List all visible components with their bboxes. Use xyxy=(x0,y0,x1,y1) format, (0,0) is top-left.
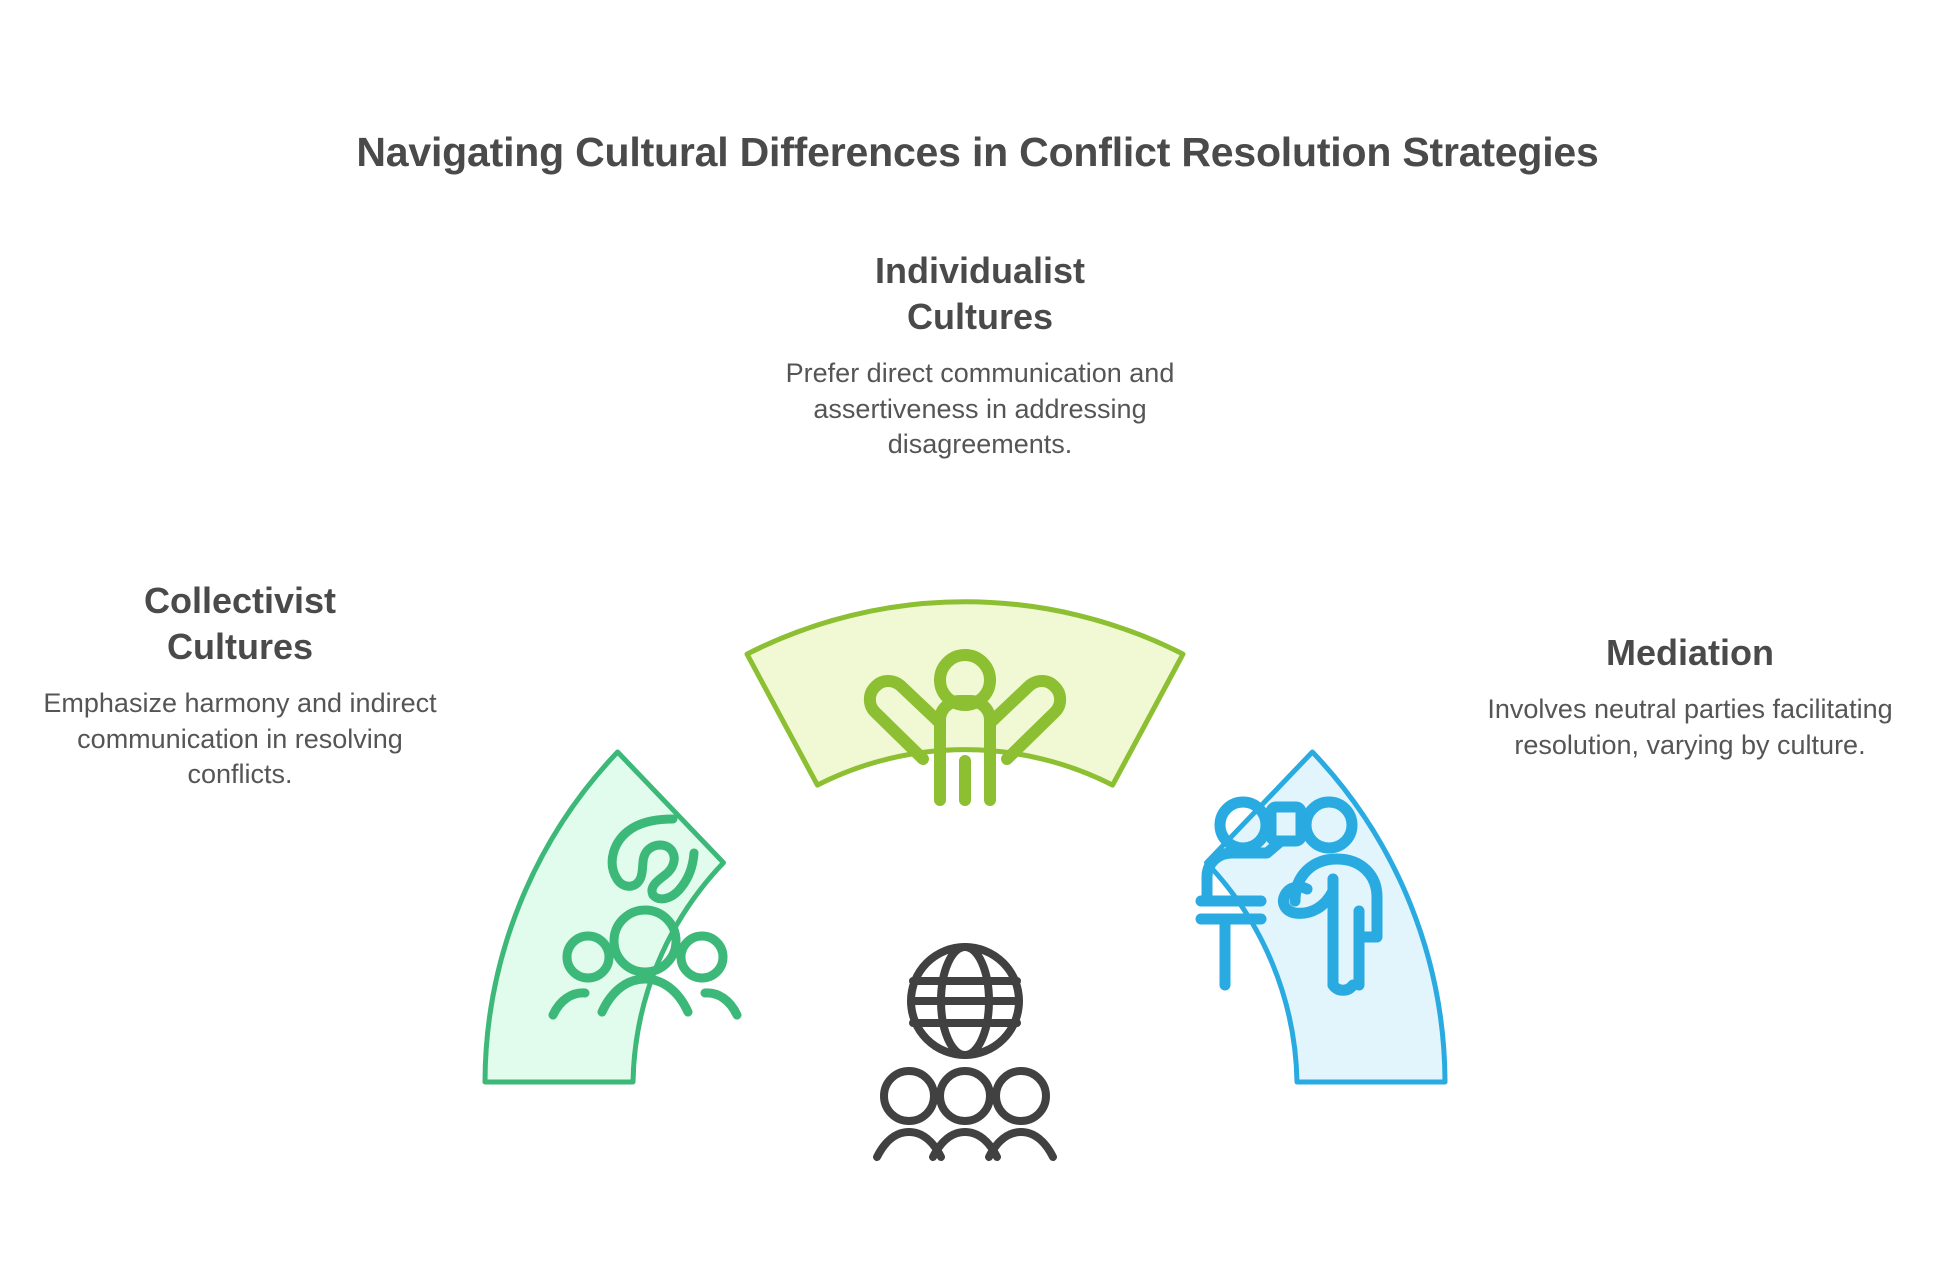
segment-individualist-shape[interactable] xyxy=(744,599,1186,788)
label-block-individualist: Individualist Cultures Prefer direct com… xyxy=(770,248,1190,463)
heading-mediation: Mediation xyxy=(1480,630,1900,676)
globe-people-icon xyxy=(873,943,1057,1161)
heading-mediation-line1: Mediation xyxy=(1606,632,1774,673)
label-block-mediation: Mediation Involves neutral parties facil… xyxy=(1480,630,1900,763)
segment-collectivist[interactable] xyxy=(482,749,742,1085)
segment-individualist[interactable] xyxy=(744,599,1186,806)
page-title: Navigating Cultural Differences in Confl… xyxy=(356,129,1599,175)
heading-individualist-line1: Individualist xyxy=(874,250,1086,291)
segment-mediation[interactable] xyxy=(1195,749,1448,1085)
heading-collectivist-line2: Cultures xyxy=(166,626,314,668)
heading-individualist: Individualist Cultures xyxy=(770,248,1190,340)
person-open-arms-icon xyxy=(863,649,1067,806)
body-collectivist: Emphasize harmony and indirect communica… xyxy=(43,688,437,790)
group-handshake-icon xyxy=(548,814,742,1020)
segment-collectivist-shape[interactable] xyxy=(482,749,726,1085)
heading-individualist-line2: Cultures xyxy=(906,296,1054,338)
body-mediation: Involves neutral parties facilitating re… xyxy=(1487,694,1893,760)
heading-collectivist-line1: Collectivist xyxy=(143,580,337,621)
mediator-two-people-icon xyxy=(1195,796,1383,996)
label-block-collectivist: Collectivist Cultures Emphasize harmony … xyxy=(40,578,440,793)
heading-collectivist: Collectivist Cultures xyxy=(40,578,440,670)
body-individualist: Prefer direct communication and assertiv… xyxy=(785,358,1175,460)
